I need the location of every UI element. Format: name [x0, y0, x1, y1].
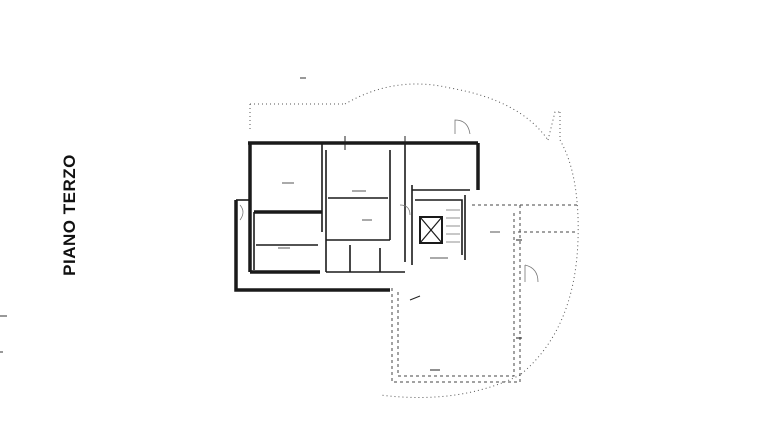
- terrace-room: [391, 204, 578, 383]
- wall-markers: [344, 136, 522, 371]
- elevator-block: [415, 199, 463, 255]
- room-marks: [278, 182, 500, 259]
- terrace-outline: [249, 83, 579, 398]
- main-walls: [234, 141, 480, 292]
- door-swings: [239, 119, 539, 283]
